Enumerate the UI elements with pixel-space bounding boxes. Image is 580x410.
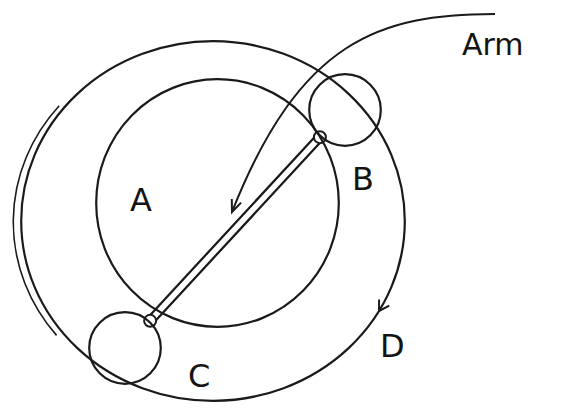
arm-group	[144, 131, 326, 327]
sun-gear: A	[95, 78, 340, 328]
annulus-ring: D A B C	[20, 40, 406, 402]
planet-gear: B	[308, 73, 382, 147]
gear-outline	[308, 73, 382, 147]
gear-circle	[309, 74, 381, 146]
arm-bar-inner	[150, 137, 320, 321]
pivot-pin	[144, 315, 156, 327]
planet-gear: C	[88, 311, 162, 385]
gear-circle	[21, 41, 405, 401]
gear-letter: C	[188, 360, 210, 392]
gear-outline	[88, 311, 162, 385]
leader-arrowhead	[232, 199, 241, 212]
gear-letter: A	[130, 184, 152, 216]
arm-bar	[150, 137, 320, 321]
gear-circle	[96, 79, 339, 327]
gear-letter: B	[352, 163, 374, 195]
arm-label: Arm	[462, 30, 524, 60]
gear-outline	[20, 40, 406, 402]
gear-letter: D	[380, 330, 405, 362]
gear-circle	[89, 312, 161, 384]
